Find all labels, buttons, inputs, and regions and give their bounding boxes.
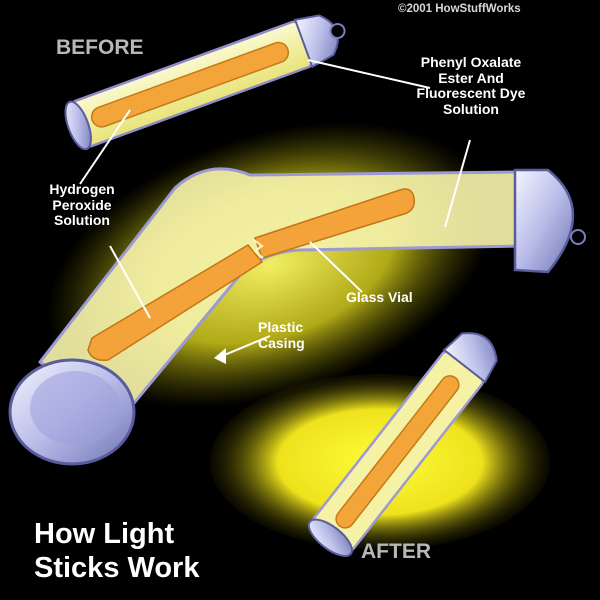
- title-line: How Light: [34, 518, 175, 550]
- label-line: Hydrogen: [49, 181, 115, 197]
- label-line: Peroxide: [52, 196, 112, 213]
- bent-vial-upper: [254, 188, 416, 259]
- label-line: Ester And: [438, 69, 504, 86]
- label-plastic-casing: Plastic Casing: [258, 319, 305, 351]
- leader-plastic-arrow: [214, 348, 226, 364]
- leader-hydrogen-2: [109, 245, 151, 319]
- label-after: AFTER: [361, 540, 431, 563]
- label-line: Plastic: [258, 319, 304, 335]
- before-stick: [64, 14, 346, 151]
- leader-glass: [309, 241, 363, 293]
- label-line: Solution: [443, 101, 499, 118]
- page-title: How Light Sticks Work: [34, 518, 199, 585]
- label-line: Fluorescent Dye: [416, 85, 526, 102]
- leader-phenyl-2: [444, 139, 471, 228]
- after-cap-end: [442, 332, 498, 384]
- leader-plastic: [221, 335, 271, 357]
- title-line: Sticks Work: [34, 551, 200, 584]
- label-line: Solution: [54, 212, 110, 229]
- bent-vial-lower: [87, 244, 264, 362]
- label-glass-vial: Glass Vial: [346, 289, 413, 305]
- label-phenyl-oxalate: Phenyl Oxalate Ester And Fluorescent Dye…: [396, 54, 546, 118]
- leader-hydrogen: [79, 109, 131, 185]
- after-base-cap: [307, 518, 353, 557]
- label-before: BEFORE: [56, 36, 144, 59]
- before-base-cap: [64, 100, 92, 151]
- after-vial: [335, 375, 460, 529]
- label-line: Phenyl Oxalate: [420, 54, 522, 70]
- bent-stick: [8, 167, 586, 466]
- bent-cap-end: [513, 168, 575, 274]
- before-vial: [90, 41, 290, 128]
- vial-crack: [253, 239, 264, 259]
- label-line: Casing: [258, 334, 305, 351]
- after-stick: [307, 332, 498, 557]
- leader-phenyl: [307, 59, 431, 89]
- label-hydrogen-peroxide: Hydrogen Peroxide Solution: [28, 181, 136, 229]
- leader-lines: [79, 59, 471, 364]
- copyright-notice: ©2001 HowStuffWorks: [398, 3, 521, 15]
